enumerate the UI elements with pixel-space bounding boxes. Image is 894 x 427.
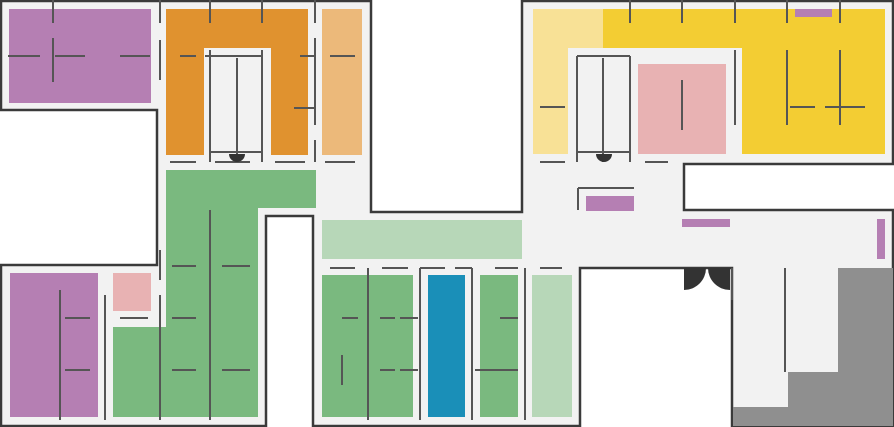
entrance-door-icon (684, 268, 730, 290)
interior-walls (8, 0, 865, 420)
marker-purple-2 (586, 196, 634, 211)
room-pink-small[interactable] (113, 273, 151, 311)
room-green-l[interactable] (113, 170, 316, 417)
room-green-south-2[interactable] (480, 275, 518, 417)
marker-purple-3 (682, 219, 730, 227)
room-yellow[interactable] (603, 9, 885, 154)
room-light-green-corridor[interactable] (322, 220, 522, 259)
room-light-orange[interactable] (322, 9, 362, 155)
room-light-green-south[interactable] (532, 275, 572, 417)
door-swing-icon (229, 154, 245, 162)
marker-purple-4 (877, 219, 885, 259)
room-gray-1[interactable] (838, 268, 893, 426)
room-light-yellow[interactable] (533, 9, 603, 154)
marker-purple-1 (795, 9, 832, 17)
room-purple-southwest[interactable] (10, 273, 98, 417)
room-blue[interactable] (428, 275, 465, 417)
room-gray-2[interactable] (788, 372, 838, 426)
room-orange-u[interactable] (166, 9, 308, 155)
door-swing-icon (596, 154, 612, 162)
room-gray-3[interactable] (733, 407, 788, 426)
